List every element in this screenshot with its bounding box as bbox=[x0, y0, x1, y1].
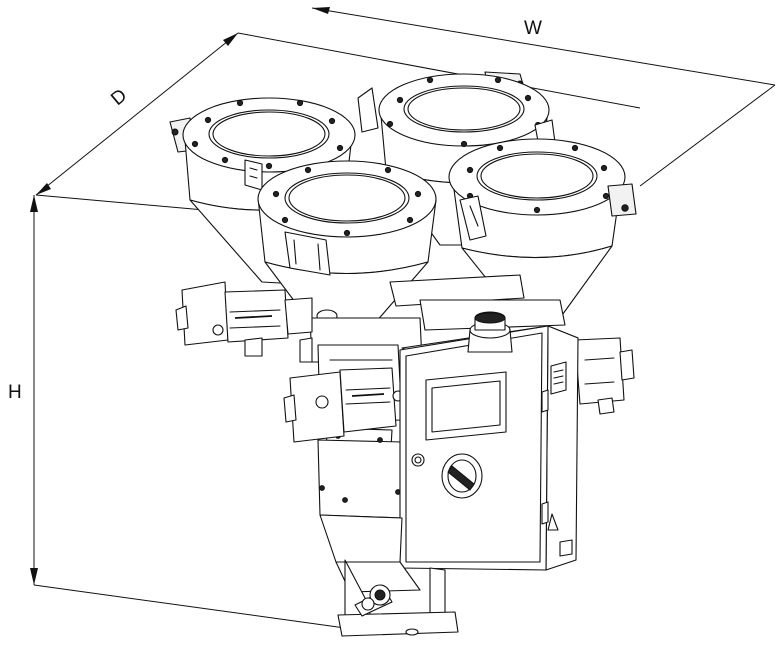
width-label: W bbox=[524, 18, 542, 39]
dimension-lines bbox=[30, 7, 776, 629]
dosing-unit-upper-left bbox=[175, 281, 313, 363]
dosing-unit-lower-left bbox=[283, 367, 404, 443]
hopper-front bbox=[257, 160, 437, 339]
mixing-chamber-base bbox=[319, 514, 459, 637]
hopper-right bbox=[448, 138, 637, 319]
height-label: H bbox=[8, 382, 22, 403]
dosing-unit-right bbox=[574, 337, 635, 415]
control-cabinet bbox=[399, 311, 579, 571]
depth-label: D bbox=[107, 85, 131, 110]
